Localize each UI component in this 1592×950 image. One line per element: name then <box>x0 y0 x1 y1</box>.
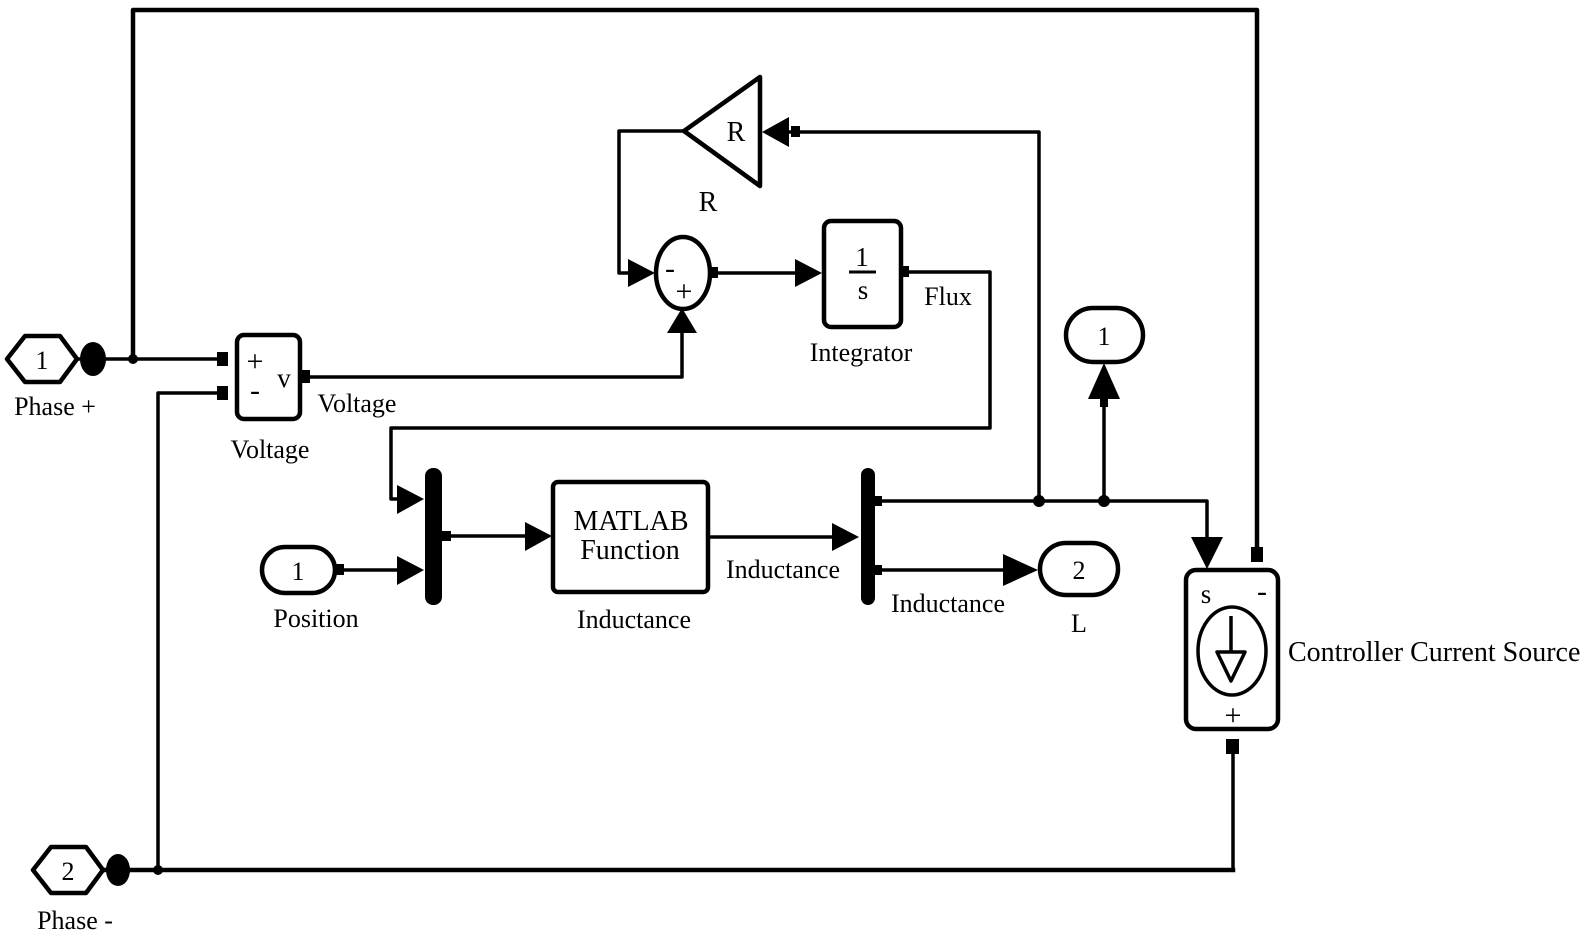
integrator-numerator: 1 <box>855 242 869 272</box>
phase-plus-connection-dot <box>80 342 106 376</box>
ccs-plus-port <box>1226 739 1239 754</box>
ccs-minus-port <box>1251 547 1263 562</box>
inport-phase-minus[interactable]: 2 <box>30 844 106 896</box>
inport-hexagon[interactable] <box>30 844 106 896</box>
outport-l[interactable]: 2 <box>1037 540 1121 598</box>
position-port-body[interactable] <box>259 544 338 596</box>
ccs-plus-sign: + <box>1225 699 1242 732</box>
outport-1-number: 1 <box>1098 322 1111 351</box>
sum-circle[interactable] <box>653 234 713 312</box>
out1-wire-nub <box>1100 399 1108 407</box>
ccs-minus-sign: - <box>1257 575 1267 608</box>
voltage-signal-label: Voltage <box>318 389 397 418</box>
demux-out2-port <box>874 565 882 575</box>
demux-label: Inductance <box>891 589 1005 618</box>
arrow-into-sum-left <box>628 259 655 287</box>
voltage-v-sign: v <box>277 363 291 393</box>
gain-triangle[interactable] <box>681 74 763 189</box>
ccs-label: Controller Current Source <box>1288 637 1580 668</box>
voltage-block-body[interactable] <box>234 332 303 422</box>
matlab-function-body[interactable] <box>550 479 711 595</box>
inport-number: 2 <box>62 857 75 886</box>
junction-dot <box>1033 495 1045 507</box>
wire-phase-plus-to-ccs-minus[interactable] <box>130 7 1260 551</box>
arrow-into-matlab <box>525 522 552 551</box>
wire-voltage-to-sum[interactable] <box>308 331 684 379</box>
outport-1[interactable]: 1 <box>1063 305 1146 365</box>
sum-plus-sign: + <box>676 275 693 308</box>
inport-phase-minus-label: Phase - <box>37 906 113 935</box>
outport-l-label: L <box>1071 609 1087 638</box>
arrow-into-integrator <box>795 259 822 287</box>
outport-l-number: 2 <box>1073 556 1086 585</box>
position-out-port <box>335 564 344 575</box>
phase-minus-connection-dot <box>106 854 130 886</box>
position-number: 1 <box>292 557 305 586</box>
integrator-block[interactable]: 1 s <box>821 218 904 330</box>
matlab-function-block[interactable]: MATLAB Function <box>550 479 711 595</box>
flux-signal-label: Flux <box>924 282 972 311</box>
voltage-plus-port <box>217 352 228 366</box>
integrator-out-port <box>900 266 909 277</box>
matlab-function-line2: Function <box>580 535 680 566</box>
voltage-out-port <box>300 370 310 383</box>
arrow-into-gain <box>762 117 789 147</box>
matlab-function-line1: MATLAB <box>573 506 688 537</box>
voltage-measurement-block[interactable]: + v - <box>234 332 303 422</box>
inport-phase-plus[interactable]: 1 <box>4 333 80 385</box>
inport-phase-plus-label: Phase + <box>14 392 96 421</box>
sum-block[interactable]: - + <box>653 234 713 312</box>
gain-block-label: R <box>699 187 718 218</box>
arrow-into-ccs-s <box>1191 537 1223 569</box>
wire-flux-to-mux[interactable] <box>389 270 992 501</box>
integrator-denominator: s <box>858 275 869 305</box>
inport-position[interactable]: 1 <box>259 544 338 596</box>
arrow-into-sum-bottom <box>667 308 697 333</box>
inductance-signal-label: Inductance <box>726 555 840 584</box>
wire-branch-to-gain[interactable] <box>788 130 1041 503</box>
outport-l-body[interactable] <box>1037 540 1121 598</box>
integrator-block-label: Integrator <box>810 338 913 367</box>
sum-out-port <box>710 267 718 278</box>
arrow-into-out1 <box>1088 363 1120 399</box>
arrow-into-demux <box>832 523 859 551</box>
junction-dot <box>1098 495 1110 507</box>
junction-dot <box>153 865 163 875</box>
integrator-body[interactable] <box>821 218 904 330</box>
mux-out-port <box>440 531 451 541</box>
arrow-into-mux-in1 <box>397 485 424 514</box>
demux-out1-port <box>874 496 882 506</box>
junction-dot <box>128 354 138 364</box>
inport-hexagon[interactable] <box>4 333 80 385</box>
outport-1-body[interactable] <box>1063 305 1146 365</box>
gain-r-block[interactable]: R <box>681 74 763 189</box>
controlled-current-source-block[interactable]: s - + <box>1183 567 1281 732</box>
voltage-block-label: Voltage <box>231 435 310 464</box>
voltage-plus-sign: + <box>247 345 264 378</box>
ccs-s-sign: s <box>1201 579 1212 609</box>
mux-block[interactable] <box>425 468 442 605</box>
voltage-minus-sign: - <box>250 374 260 407</box>
inport-number: 1 <box>36 346 49 375</box>
gain-value: R <box>727 117 746 148</box>
matlab-function-label: Inductance <box>577 605 691 634</box>
position-label: Position <box>273 604 358 633</box>
wire-phase-minus-to-voltage[interactable] <box>156 391 219 872</box>
voltage-minus-port <box>217 386 228 400</box>
demux-block[interactable] <box>861 468 875 605</box>
wire-gain-to-sum[interactable] <box>617 129 686 275</box>
sum-minus-sign: - <box>665 252 675 285</box>
wire-demux-to-ccs-s[interactable] <box>873 499 1209 542</box>
arrow-into-l-port <box>1003 554 1038 586</box>
arrow-into-mux-in2 <box>397 556 424 585</box>
gain-in-nub <box>791 126 800 137</box>
ccs-arrow-head <box>1215 650 1247 683</box>
